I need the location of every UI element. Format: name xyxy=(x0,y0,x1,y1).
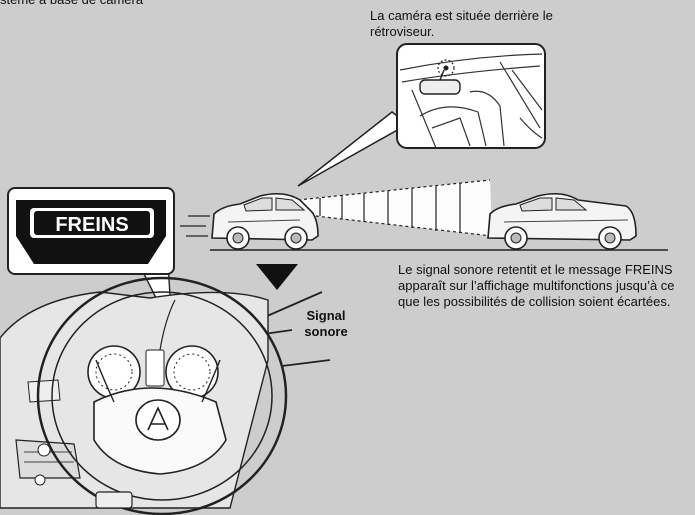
dashboard-steering-wheel xyxy=(0,276,288,515)
camera-location-caption: La caméra est située derrière le rétrovi… xyxy=(370,8,553,39)
lead-vehicle xyxy=(487,192,637,250)
instrument-cluster xyxy=(87,345,219,399)
camera-detection-beam xyxy=(297,179,493,237)
brand-logo-icon xyxy=(147,406,169,431)
freins-display-word: FREINS xyxy=(55,214,128,236)
down-arrow-icon xyxy=(256,264,298,290)
header-text-fragment: stème à base de caméra xyxy=(0,0,143,8)
motion-lines xyxy=(180,215,210,237)
rearview-mirror xyxy=(419,69,461,95)
audible-signal-label: Signal sonore xyxy=(304,308,348,339)
alert-message-caption: Le signal sonore retentit et le message … xyxy=(398,262,675,309)
host-vehicle xyxy=(211,192,319,250)
sound-wave-lines xyxy=(257,291,331,367)
camera-highlight-circle xyxy=(437,59,455,77)
camera-icon xyxy=(443,65,449,71)
camera-inset xyxy=(297,43,546,187)
